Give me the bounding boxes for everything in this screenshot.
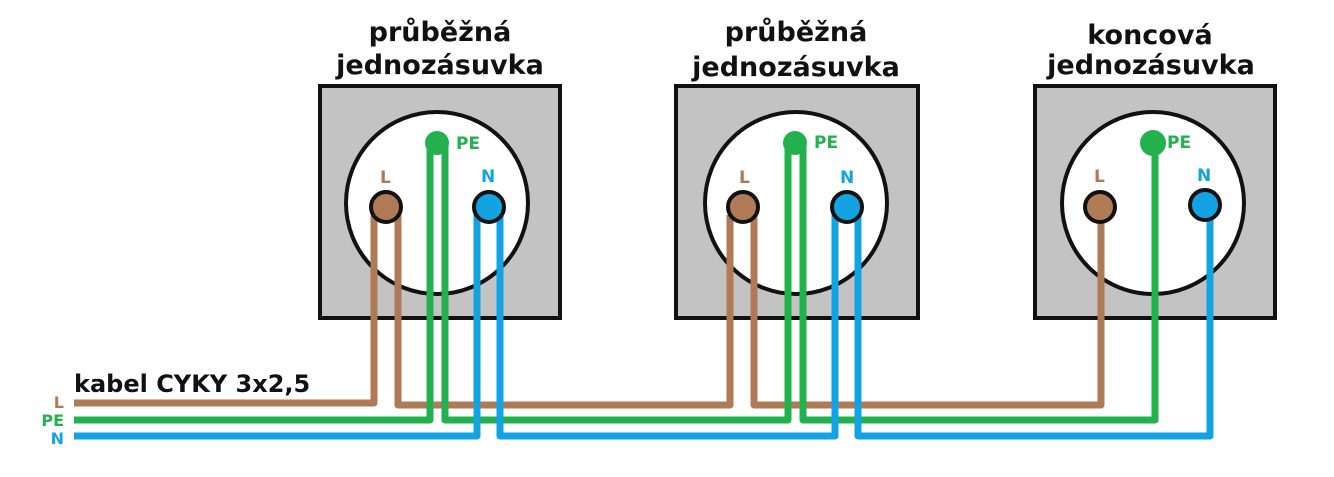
wires-L [74, 215, 1105, 409]
socket-1 [318, 84, 562, 320]
wires-N [74, 207, 1214, 440]
terminal-N [830, 190, 864, 224]
socket-2 [674, 84, 920, 320]
socket-2-title-line1: průběžná [725, 17, 868, 48]
socket-2-title-line2: jednozásuvka [691, 52, 900, 83]
terminal-L [1083, 190, 1117, 224]
wire-PE-jumper-2 [799, 145, 1159, 424]
terminal-PE [783, 131, 807, 155]
socket-2-label-L: L [739, 168, 750, 188]
terminal-PE [1140, 130, 1166, 156]
wire-N-jumper-2 [854, 207, 1214, 440]
socket-2-label-N: N [840, 168, 854, 188]
wire-L-feed [74, 215, 378, 407]
socket-face [344, 110, 530, 296]
socket-1-title-line2: jednozásuvka [335, 50, 544, 81]
wire-N-jumper-1 [496, 207, 839, 440]
wires-PE [74, 145, 1159, 424]
terminal-PE [425, 131, 449, 155]
socket-3-label-L: L [1094, 167, 1105, 187]
socket-1-label-PE: PE [456, 134, 480, 154]
legend-L: L [54, 393, 64, 412]
socket-1-label-L: L [380, 168, 391, 188]
wire-PE-feed [74, 145, 434, 424]
wire-L-jumper-2 [750, 215, 1105, 409]
legend-N: N [51, 429, 64, 448]
socket-1-title-line1: průběžná [369, 17, 512, 48]
wire-PE-jumper-1 [441, 145, 792, 424]
wire-N-feed [74, 207, 481, 440]
socket-2-label-PE: PE [814, 133, 838, 153]
legend-PE: PE [41, 411, 64, 430]
terminal-L [726, 190, 760, 224]
terminal-N [1188, 188, 1222, 222]
terminal-L [369, 190, 403, 224]
terminal-N [472, 190, 506, 224]
wire-L-jumper-1 [394, 215, 734, 409]
socket-3-title-line1: koncová [1087, 20, 1212, 51]
socket-3-title-line2: jednozásuvka [1046, 50, 1255, 81]
socket-1-label-N: N [481, 167, 495, 187]
socket-3-label-N: N [1197, 166, 1211, 186]
socket-3-label-PE: PE [1167, 133, 1191, 153]
cable-label: kabel CYKY 3x2,5 [74, 370, 310, 398]
